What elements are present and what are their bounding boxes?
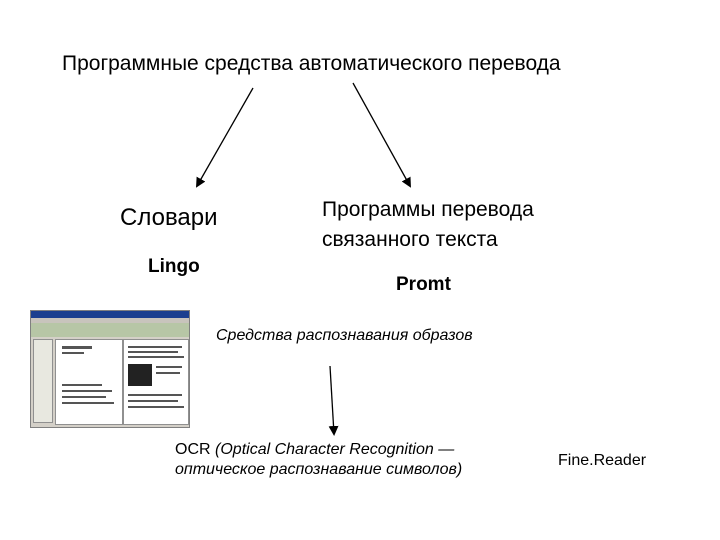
thumbnail-scanned-page — [55, 339, 123, 425]
translation-programs-line2: связанного текста — [322, 228, 498, 251]
arrow-to-dictionaries — [196, 87, 254, 188]
thumbnail-page-list — [33, 339, 53, 423]
ocr-line1: OCR (Optical Character Recognition — — [175, 441, 454, 459]
recognition-app-screenshot — [30, 310, 190, 428]
promt-label: Promt — [396, 274, 451, 295]
lingo-label: Lingo — [148, 256, 200, 277]
arrow-to-translation-programs — [352, 82, 411, 188]
translation-programs-line1: Программы перевода — [322, 198, 534, 221]
ocr-line2: оптическое распознавание символов) — [175, 461, 463, 478]
thumbnail-recognized-text — [123, 339, 189, 425]
ocr-expansion: (Optical Character Recognition — — [215, 441, 455, 458]
thumbnail-titlebar — [31, 311, 189, 318]
thumbnail-menubar — [31, 318, 189, 323]
arrow-to-ocr — [328, 365, 339, 436]
diagram-title: Программные средства автоматического пер… — [62, 52, 561, 75]
ocr-abbr: OCR — [175, 441, 211, 458]
dictionaries-label: Словари — [120, 204, 218, 231]
finereader-label: Fine.Reader — [558, 452, 647, 469]
thumbnail-toolbar — [31, 323, 189, 337]
recognition-tools-label: Средства распознавания образов — [216, 327, 473, 344]
